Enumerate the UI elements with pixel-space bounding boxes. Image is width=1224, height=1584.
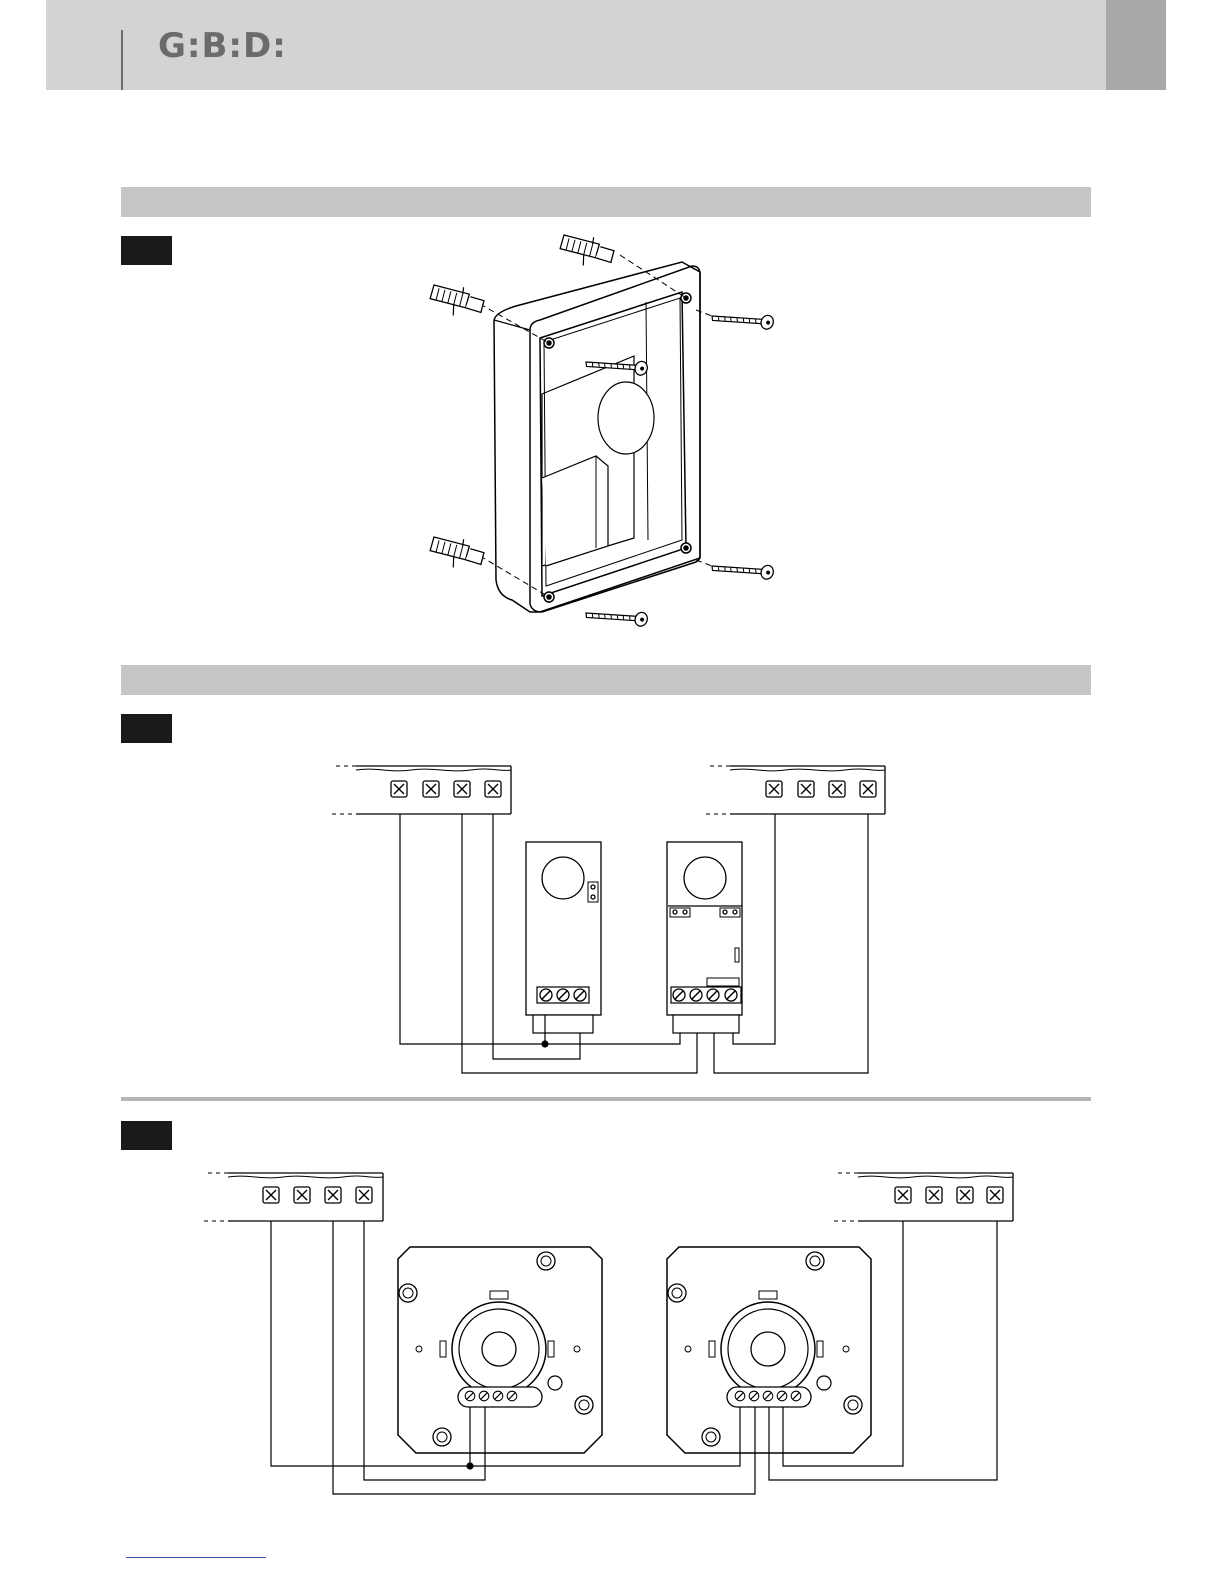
wiring-lines-speaker xyxy=(271,1221,997,1494)
screw-terminal-icon xyxy=(391,781,876,797)
mounting-figure xyxy=(480,255,712,612)
screw-icon xyxy=(585,594,650,637)
screw-icon xyxy=(711,547,776,590)
terminal-block-left xyxy=(332,766,511,814)
wall-plug-icon xyxy=(426,276,488,325)
terminal-block-right xyxy=(834,1173,1013,1221)
speaker-module-left xyxy=(398,1247,602,1453)
screw-icon xyxy=(711,297,776,340)
intercom-panel-right xyxy=(667,842,742,1033)
screw-terminal-icon xyxy=(540,989,586,1001)
screw-terminal-icon xyxy=(465,1391,801,1401)
wall-plug-icon xyxy=(556,226,618,275)
terminal-block-right xyxy=(706,766,885,814)
wall-plug-icon xyxy=(426,528,488,577)
intercom-panel-left xyxy=(526,842,601,1033)
screw-terminal-icon xyxy=(263,1187,1003,1203)
wiring-lines-panel xyxy=(400,814,868,1073)
